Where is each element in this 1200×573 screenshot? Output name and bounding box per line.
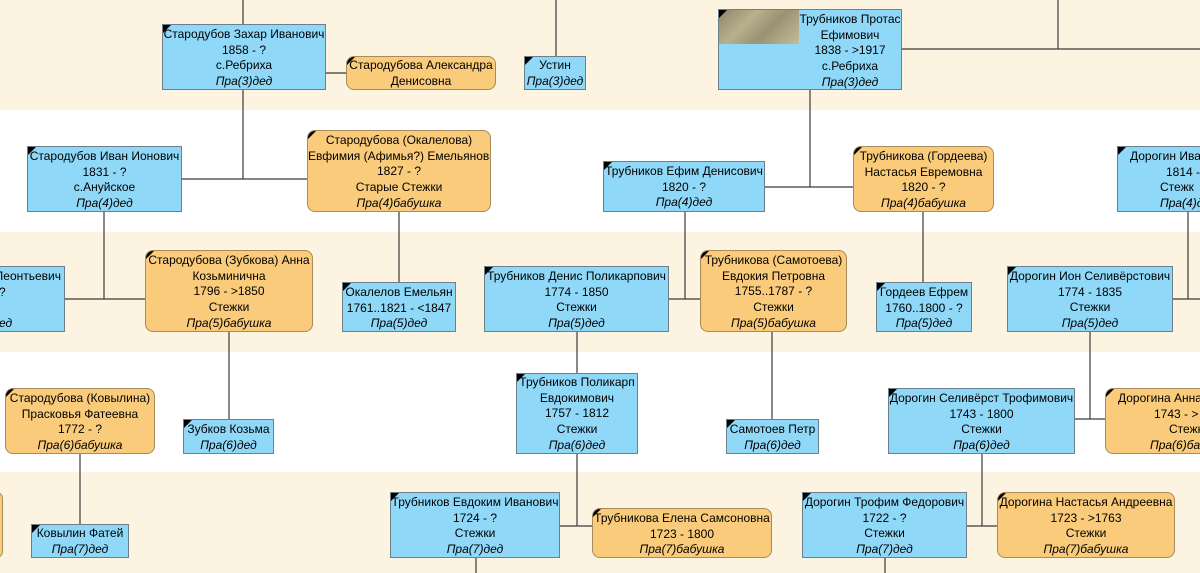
person-card-efim[interactable]: Трубников Ефим Денисович 1820 - ? Пра(4)… (603, 161, 765, 212)
card-corner-icon (889, 389, 897, 397)
card-corner-icon (517, 374, 525, 382)
person-card-anna-dorogina[interactable]: Дорогина Анна 1743 - > Стежк Пра(6)ба (1105, 388, 1200, 454)
person-card-efrem[interactable]: Гордеев Ефрем 1760..1800 - ? Пра(5)дед (876, 282, 972, 332)
card-corner-icon (343, 283, 351, 291)
card-corner-icon (998, 493, 1006, 501)
person-card-evdokim[interactable]: Трубников Евдоким Иванович 1724 - ? Стеж… (390, 492, 560, 558)
person-card-denis[interactable]: Трубников Денис Поликарпович 1774 - 1850… (484, 266, 669, 332)
person-card-kozma[interactable]: Зубков Козьма Пра(6)дед (183, 419, 274, 454)
card-corner-icon (6, 389, 14, 397)
card-corner-icon (163, 25, 171, 33)
card-corner-icon (308, 131, 316, 139)
person-card-efimia[interactable]: Стародубова (Окалелова) Евфимия (Афимья?… (307, 130, 491, 212)
person-card-alexandra[interactable]: Стародубова Александра Денисовна (346, 56, 496, 90)
card-corner-icon (727, 420, 735, 428)
person-card-anna-zubkova[interactable]: Стародубова (Зубкова) Анна Козьминична 1… (145, 250, 313, 332)
person-card-nastasia-dorogina[interactable]: Дорогина Настасья Андреевна 1723 - >1763… (997, 492, 1175, 558)
generation-band-4 (0, 110, 1200, 232)
person-card-trofim[interactable]: Дорогин Трофим Федорович 1722 - ? Стежки… (802, 492, 967, 558)
card-corner-icon (1008, 267, 1016, 275)
person-card-evdokia[interactable]: Трубникова (Самотоева) Евдокия Петровна … (700, 250, 847, 332)
person-card-praskovia[interactable]: Стародубова (Ковылина) Прасковья Фатеевн… (5, 388, 155, 454)
person-photo (719, 10, 799, 44)
card-corner-icon (877, 283, 885, 291)
person-card-seliverst[interactable]: Дорогин Селивёрст Трофимович 1743 - 1800… (888, 388, 1075, 454)
person-card-nastasia[interactable]: Трубникова (Гордеева) Настасья Евремовна… (853, 146, 994, 212)
card-corner-icon (701, 251, 709, 259)
card-corner-icon (146, 251, 154, 259)
card-corner-icon (184, 420, 192, 428)
person-card-ivan[interactable]: Стародубов Иван Ионович 1831 - ? с.Ануйс… (27, 146, 182, 212)
card-corner-icon (32, 525, 40, 533)
card-corner-icon (719, 10, 727, 18)
person-card-petr[interactable]: Самотоев Петр Пра(6)дед (726, 419, 819, 454)
card-corner-icon (347, 57, 355, 65)
person-card-fatei[interactable]: Ковылин Фатей Пра(7)дед (31, 524, 129, 558)
person-card-polikarp[interactable]: Трубников Поликарп Евдокимович 1757 - 18… (516, 373, 638, 454)
person-card-partial-left[interactable] (0, 492, 3, 558)
person-card-protas[interactable]: Трубников Протас Ефимович 1838 - >1917 с… (718, 9, 902, 90)
card-corner-icon (593, 509, 601, 517)
card-corner-icon (1118, 147, 1126, 155)
card-corner-icon (391, 493, 399, 501)
card-corner-icon (1106, 389, 1114, 397)
card-corner-icon (854, 147, 862, 155)
card-corner-icon (28, 147, 36, 155)
person-card-zakhar[interactable]: Стародубов Захар Иванович 1858 - ? с.Реб… (162, 24, 326, 90)
card-corner-icon (525, 57, 533, 65)
person-card-leontievich[interactable]: Леонтьевич ? ед (0, 266, 65, 332)
person-card-elena[interactable]: Трубникова Елена Самсоновна 1723 - 1800 … (592, 508, 772, 558)
card-corner-icon (604, 162, 612, 170)
person-card-emelian[interactable]: Окалелов Емельян 1761..1821 - <1847 Пра(… (342, 282, 456, 332)
card-corner-icon (485, 267, 493, 275)
person-card-ustin[interactable]: Устин Пра(3)дед (524, 56, 586, 90)
card-corner-icon (803, 493, 811, 501)
person-card-ion[interactable]: Дорогин Ион Селивёрстович 1774 - 1835 Ст… (1007, 266, 1173, 332)
person-card-dorogin-ivan[interactable]: Дорогин Иван 1814 - Стежк Пра(4)д (1117, 146, 1200, 212)
